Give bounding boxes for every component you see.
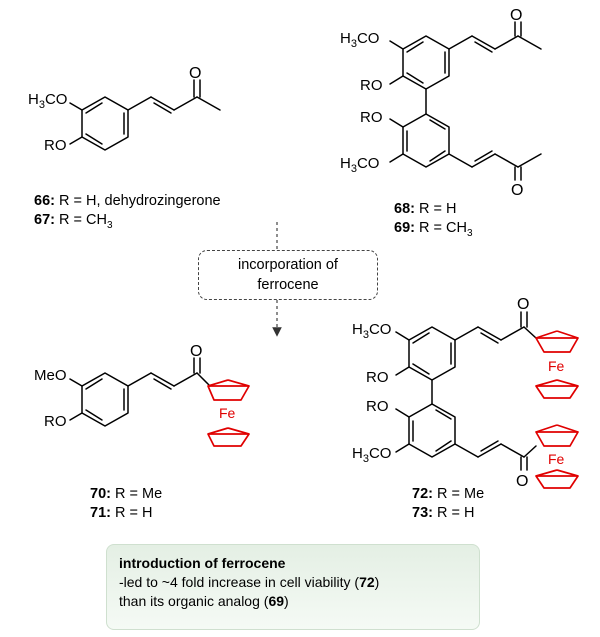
atom-h3co: H3CO: [340, 155, 379, 175]
caption-69: 69: R = CH3: [394, 220, 473, 239]
atom-oxygen: O: [516, 473, 528, 490]
caption-67: 67: R = CH3: [34, 212, 113, 231]
atom-ro: RO: [44, 413, 67, 430]
summary-note: introduction of ferrocene -led to ~4 fol…: [106, 544, 480, 630]
atom-ro: RO: [360, 109, 383, 126]
caption-66: 66: R = H, dehydrozingerone: [34, 193, 221, 209]
atom-oxygen: O: [189, 65, 201, 82]
note-line-2: than its organic analog (69): [119, 593, 289, 609]
atom-oxygen: O: [190, 343, 202, 360]
atom-iron: Fe: [548, 358, 565, 374]
atom-ro: RO: [366, 398, 389, 415]
note-title: introduction of ferrocene: [119, 555, 286, 571]
caption-70: 70: R = Me: [90, 486, 163, 502]
ferrocene-icon: Fe: [207, 379, 250, 447]
atom-h3co: H3CO: [28, 91, 67, 111]
transformation-line-1: incorporation of: [238, 257, 338, 273]
atom-h3co: H3CO: [340, 30, 379, 50]
structure-70-71: O MeO RO Fe: [34, 343, 250, 447]
atom-oxygen: O: [517, 296, 529, 313]
ferrocene-icon: Fe: [535, 330, 579, 399]
atom-ro: RO: [360, 77, 383, 94]
atom-iron: Fe: [548, 451, 565, 467]
caption-72: 72: R = Me: [412, 486, 485, 502]
caption-68: 68: R = H: [394, 201, 457, 217]
ferrocene-icon: Fe: [535, 424, 579, 489]
atom-meo: MeO: [34, 367, 67, 384]
atom-h3co: H3CO: [352, 445, 391, 465]
caption-73: 73: R = H: [412, 505, 475, 521]
transformation-box: incorporation of ferrocene: [198, 250, 378, 300]
atom-iron: Fe: [219, 405, 236, 421]
structure-68-69: O O H3CO RO RO H3CO: [340, 7, 542, 199]
note-line-1: -led to ~4 fold increase in cell viabili…: [119, 574, 380, 590]
atom-h3co: H3CO: [352, 321, 391, 341]
structure-66-67: O H3CO RO: [28, 65, 221, 154]
atom-oxygen: O: [510, 7, 522, 24]
atom-ro: RO: [366, 369, 389, 386]
structure-72-73: O O Fe Fe H3CO RO: [352, 296, 579, 490]
transformation-line-2: ferrocene: [257, 277, 319, 293]
caption-71: 71: R = H: [90, 505, 153, 521]
atom-ro: RO: [44, 137, 67, 154]
atom-oxygen: O: [511, 182, 523, 199]
